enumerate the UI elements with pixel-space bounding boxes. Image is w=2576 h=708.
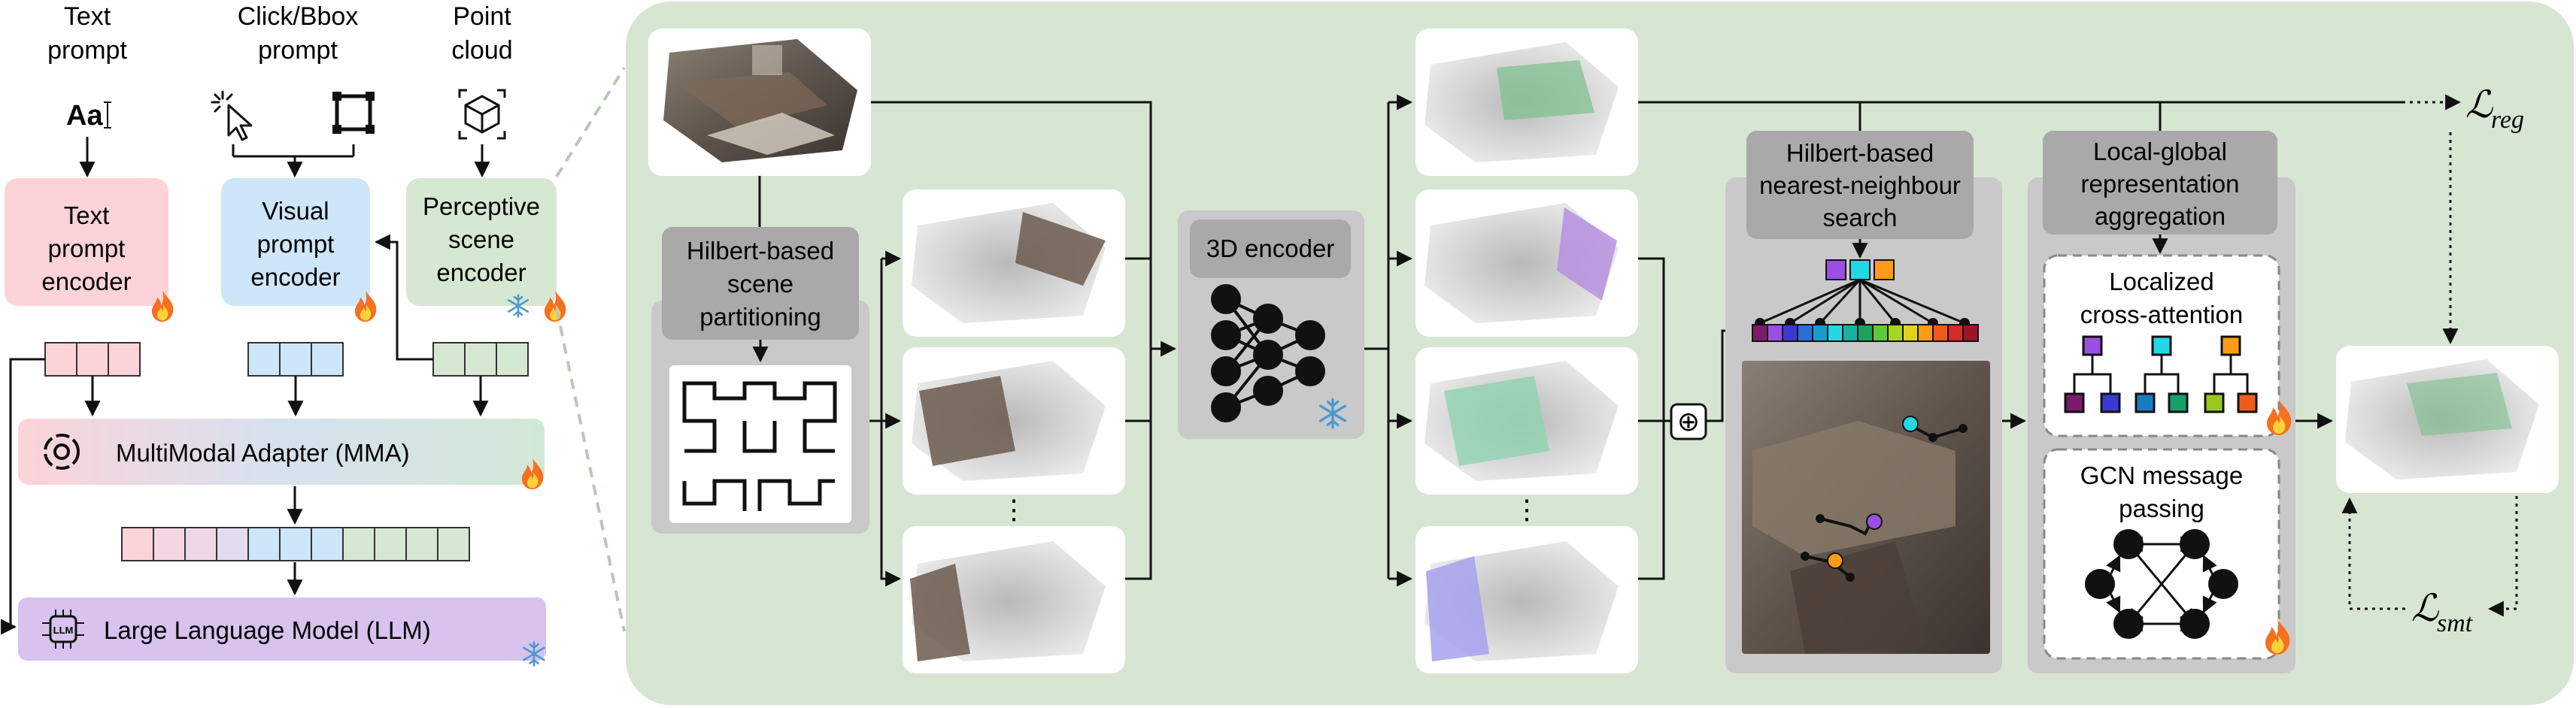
point-cloud-label-2: cloud bbox=[451, 36, 512, 65]
chunk-merge-lines bbox=[1125, 257, 1152, 580]
svg-text:prompt: prompt bbox=[257, 230, 335, 258]
chunk-arrow-3 bbox=[880, 421, 902, 587]
neighbour-graph-icon bbox=[1752, 259, 1979, 342]
encoded-chunk-2 bbox=[1415, 347, 1638, 495]
multimodal-adapter: MultiModal Adapter (MMA) bbox=[18, 419, 545, 490]
partition-chunk-2 bbox=[903, 347, 1125, 495]
click-cursor-icon bbox=[211, 90, 253, 141]
svg-text:smt: smt bbox=[2437, 610, 2474, 637]
output-to-smt-arrow bbox=[2487, 496, 2518, 617]
svg-text:cross-attention: cross-attention bbox=[2080, 301, 2243, 328]
text-input-icon: Aa bbox=[66, 100, 111, 132]
partition-chunk-1 bbox=[903, 189, 1125, 337]
perceptive-scene-encoder: Perceptive scene encoder bbox=[406, 178, 566, 322]
visual-prompt-encoder: Visual prompt encoder bbox=[221, 178, 377, 322]
svg-text:Perceptive: Perceptive bbox=[423, 192, 540, 220]
output-scene-image bbox=[2336, 346, 2559, 493]
svg-text:search: search bbox=[1822, 204, 1897, 231]
encoded-chunk-1 bbox=[1415, 189, 1638, 337]
click-prompt-label-1: Click/Bbox bbox=[238, 2, 359, 31]
svg-text:Aa: Aa bbox=[66, 100, 103, 132]
svg-text:3D encoder: 3D encoder bbox=[1206, 234, 1335, 262]
encoded-scene-full bbox=[1415, 29, 1638, 176]
text-to-llm-arrow bbox=[1, 358, 45, 635]
text-prompt-label-1: Text bbox=[64, 2, 111, 31]
svg-text:Hilbert-based: Hilbert-based bbox=[687, 237, 834, 265]
svg-text:passing: passing bbox=[2119, 495, 2204, 522]
bbox-icon bbox=[332, 92, 375, 134]
svg-text:encoder: encoder bbox=[436, 259, 526, 286]
adapter-icon bbox=[44, 434, 80, 470]
scene-tokens bbox=[432, 342, 529, 377]
svg-text:Large Language Model (LLM): Large Language Model (LLM) bbox=[104, 616, 431, 644]
scene-encoder-detail-panel: Hilbert-based scene partitioning ⋮ bbox=[626, 2, 2574, 705]
svg-text:Hilbert-based: Hilbert-based bbox=[1786, 139, 1934, 167]
concat-node: ⊕ bbox=[1670, 403, 1707, 440]
svg-text:ℒ: ℒ bbox=[2465, 83, 2493, 126]
llm-chip-icon: LLM bbox=[42, 610, 84, 649]
attention-tree-icon bbox=[2064, 335, 2258, 413]
svg-text:partitioning: partitioning bbox=[699, 303, 821, 331]
3d-encoder-block: 3D encoder bbox=[1178, 210, 1364, 439]
click-prompt-label-2: prompt bbox=[258, 36, 338, 65]
encoded-merge-lines bbox=[1638, 257, 1665, 580]
svg-text:LLM: LLM bbox=[53, 625, 74, 636]
neighbour-scene-photo bbox=[1742, 361, 1990, 654]
point-cloud-icon bbox=[458, 89, 506, 140]
point-cloud-label-1: Point bbox=[453, 2, 511, 31]
svg-text:Text: Text bbox=[64, 201, 110, 229]
svg-text:reg: reg bbox=[2491, 106, 2524, 134]
left-section: Text prompt Click/Bbox prompt Point clou… bbox=[1, 2, 626, 667]
svg-text:prompt: prompt bbox=[48, 234, 126, 262]
visual-tokens bbox=[247, 342, 344, 377]
partition-chunk-3 bbox=[903, 526, 1125, 673]
text-tokens bbox=[44, 342, 141, 377]
scene-to-visual-arrow bbox=[374, 234, 433, 361]
encoded-ellipsis: ⋮ bbox=[1513, 494, 1540, 525]
text-prompt-encoder: Text prompt encoder bbox=[5, 178, 174, 322]
zoom-line-bottom bbox=[555, 307, 626, 632]
smt-loss: ℒ smt bbox=[2411, 587, 2474, 637]
neural-net-icon bbox=[1211, 284, 1325, 422]
svg-text:⊕: ⊕ bbox=[1677, 406, 1700, 437]
chunk-ellipsis: ⋮ bbox=[1000, 494, 1027, 525]
svg-text:aggregation: aggregation bbox=[2095, 202, 2226, 230]
combined-tokens bbox=[121, 527, 470, 561]
svg-text:representation: representation bbox=[2081, 170, 2240, 198]
input-scene-image bbox=[648, 29, 871, 176]
zoom-line-top bbox=[555, 66, 626, 178]
svg-text:scene: scene bbox=[448, 225, 514, 253]
smt-to-output-arrow bbox=[2341, 497, 2405, 610]
hilbert-partitioning-block: Hilbert-based scene partitioning bbox=[651, 227, 869, 534]
large-language-model: LLM Large Language Model (LLM) bbox=[18, 598, 546, 667]
svg-text:Local-global: Local-global bbox=[2093, 138, 2227, 165]
reg-loss: ℒ reg bbox=[2465, 83, 2524, 134]
svg-text:nearest-neighbour: nearest-neighbour bbox=[1759, 171, 1961, 199]
local-global-aggregation-block: Local-global representation aggregation … bbox=[2028, 131, 2295, 673]
localized-cross-attention: Localized cross-attention bbox=[2043, 254, 2292, 437]
encoded-chunk-3 bbox=[1415, 526, 1638, 673]
svg-text:encoder: encoder bbox=[250, 263, 340, 291]
gcn-message-passing: GCN message passing bbox=[2043, 448, 2290, 660]
svg-text:scene: scene bbox=[727, 270, 793, 298]
svg-text:MultiModal Adapter (MMA): MultiModal Adapter (MMA) bbox=[116, 439, 410, 467]
svg-text:Localized: Localized bbox=[2109, 268, 2213, 295]
hilbert-curve-icon bbox=[682, 381, 837, 511]
svg-text:GCN message: GCN message bbox=[2080, 461, 2243, 489]
hilbert-nn-search-block: Hilbert-based nearest-neighbour search bbox=[1725, 131, 2002, 673]
svg-text:encoder: encoder bbox=[41, 268, 131, 295]
svg-text:Visual: Visual bbox=[262, 197, 329, 225]
svg-text:ℒ: ℒ bbox=[2411, 587, 2439, 629]
text-prompt-label-2: prompt bbox=[47, 36, 127, 65]
